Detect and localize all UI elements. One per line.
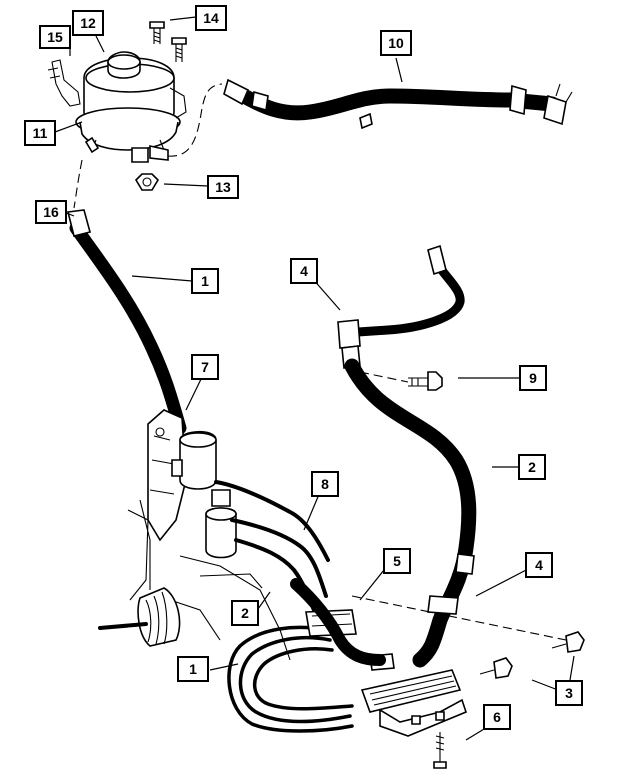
callout-5-label: 5 [393,553,401,569]
callout-11-label: 11 [33,125,48,141]
callout-9: 9 [519,365,547,391]
callout-1-lower: 1 [177,656,209,682]
callout-3-label: 3 [565,685,573,701]
callout-10-label: 10 [388,35,404,51]
hose-10 [223,78,573,130]
reservoir-assembly [47,51,187,163]
callout-2-left-label: 2 [241,605,249,621]
callout-2-right: 2 [518,454,546,480]
callout-4-upper: 4 [290,258,318,284]
callout-2-left: 2 [231,600,259,626]
cooler-6 [360,669,467,769]
callout-4-upper-label: 4 [300,263,308,279]
callout-1-lower-label: 1 [189,661,197,677]
callout-6: 6 [483,704,511,730]
steering-gear-area [98,409,330,661]
callout-3: 3 [555,680,583,706]
callout-8: 8 [311,471,339,497]
callout-16-label: 16 [43,204,59,220]
hose-2-center [290,578,386,666]
hose-2-right [344,358,477,668]
callout-9-label: 9 [529,370,537,386]
connection-line [359,371,409,383]
callout-10: 10 [380,30,412,56]
callout-12-label: 12 [80,15,96,31]
callout-4-lower: 4 [525,552,553,578]
bolt-14 [149,21,187,62]
callout-12: 12 [72,10,104,36]
callout-16: 16 [35,200,67,224]
callout-7: 7 [191,354,219,380]
bolt-9 [408,371,443,391]
callout-14-label: 14 [203,10,219,26]
connection-line [73,159,83,209]
callout-4-lower-label: 4 [535,557,543,573]
callout-15: 15 [39,25,71,49]
hose-1-lower-loop [227,609,395,733]
callout-1-upper-label: 1 [201,273,209,289]
callout-14: 14 [195,5,227,31]
connection-line [167,83,223,157]
callout-13: 13 [207,175,239,199]
callout-2-right-label: 2 [528,459,536,475]
callout-15-label: 15 [47,29,63,45]
bolt-3 [479,631,585,679]
hose-1-upper [67,209,187,435]
callout-6-label: 6 [493,709,501,725]
callout-8-label: 8 [321,476,329,492]
callout-13-label: 13 [215,179,231,195]
callout-1-upper: 1 [191,268,219,294]
callout-11: 11 [24,120,56,146]
callout-5: 5 [383,548,411,574]
callout-7-label: 7 [201,359,209,375]
connection-line [351,595,567,641]
nut-13 [134,173,160,191]
hose-4-pressure-line [337,244,465,369]
